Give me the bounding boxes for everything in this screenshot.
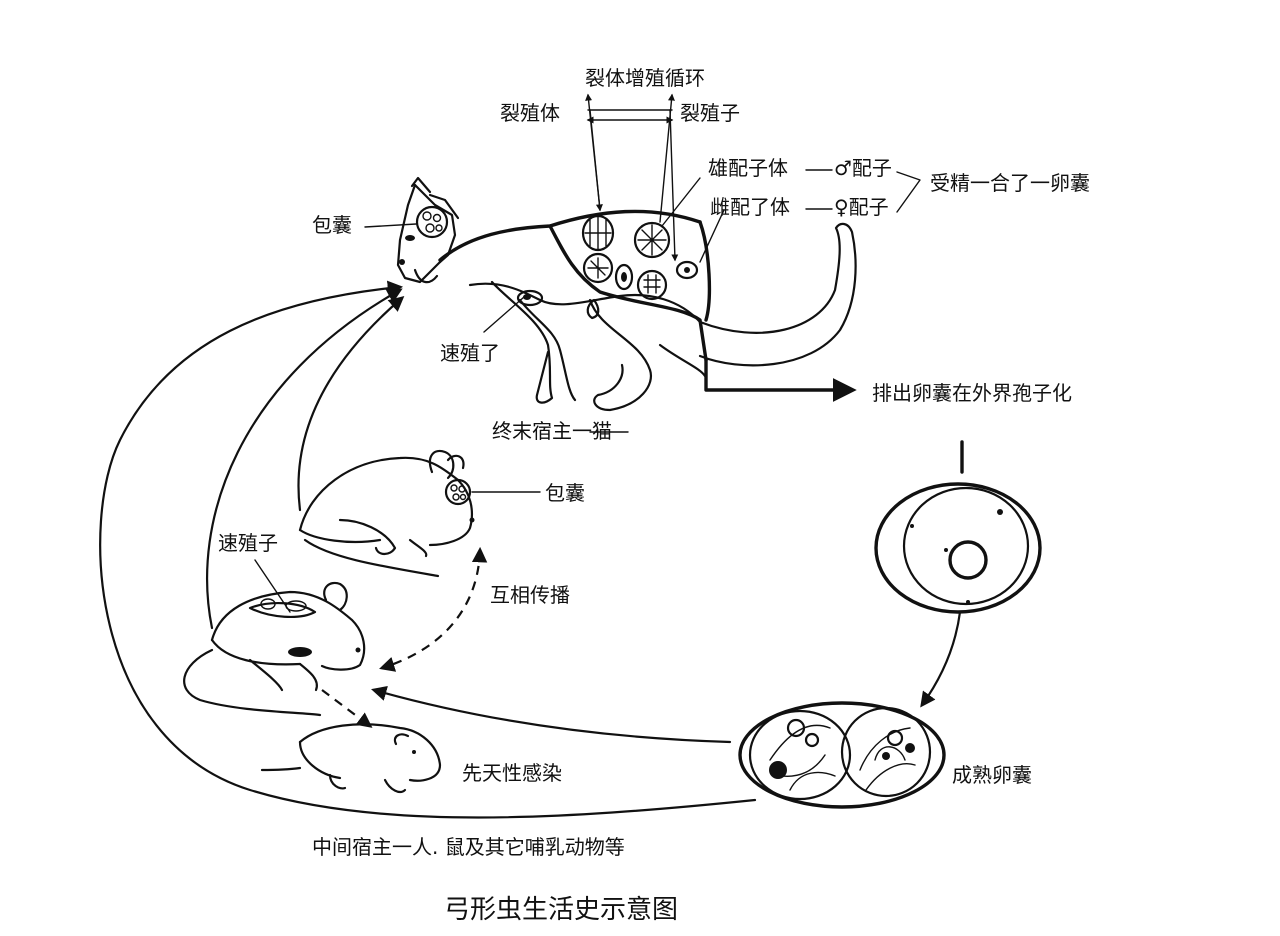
cat-tachyzoite-label: 速殖了: [440, 341, 500, 365]
schizogony-cycle-label: 裂体增殖循环: [585, 66, 705, 90]
newborn-mouse-icon: [262, 724, 440, 792]
microgamete-label: ♂配子: [834, 156, 892, 180]
merozoite-label: 裂殖子: [680, 101, 740, 125]
cat-cyst-icon: [417, 207, 447, 237]
diagram-title: 弓形虫生活史示意图: [444, 895, 678, 925]
macrogamete-label: ♀配子: [834, 195, 889, 219]
congenital-infection-label: 先天性感染: [462, 761, 562, 785]
fertilization-chain-label: 受精一合了一卵囊: [930, 171, 1090, 195]
schizont-cell-2-icon: [584, 254, 612, 282]
macrogametocyte-label: 雌配了体: [710, 195, 790, 219]
definitive-host-label: 终末宿主一猫: [492, 419, 612, 443]
mutual-transmission-label: 互相传播: [490, 583, 570, 607]
merozoite-cell-icon: [635, 223, 669, 257]
rat-cyst-label: 包囊: [545, 481, 585, 505]
sporulated-oocyst-icon: [740, 703, 944, 807]
cat-cyst-label: 包囊: [312, 213, 352, 237]
mature-oocyst-label: 成熟卵囊: [952, 763, 1032, 787]
schizont-cell-icon: [583, 216, 613, 250]
schizont-label: 裂殖体: [500, 101, 560, 125]
gametocyte-cell-icon: [638, 271, 666, 299]
intermediate-host-label: 中间宿主一人. 鼠及其它哺乳动物等: [312, 835, 625, 859]
rat-icon: [300, 451, 475, 576]
oocyst-icon: [876, 484, 1040, 612]
microgametocyte-label: 雄配子体: [708, 156, 788, 180]
macrogamete-cell-icon: [677, 262, 697, 278]
mouse-icon: [184, 583, 364, 715]
excretion-label: 排出卵囊在外界孢子化: [872, 381, 1072, 405]
rat-tachyzoite-label: 速殖子: [218, 531, 278, 555]
